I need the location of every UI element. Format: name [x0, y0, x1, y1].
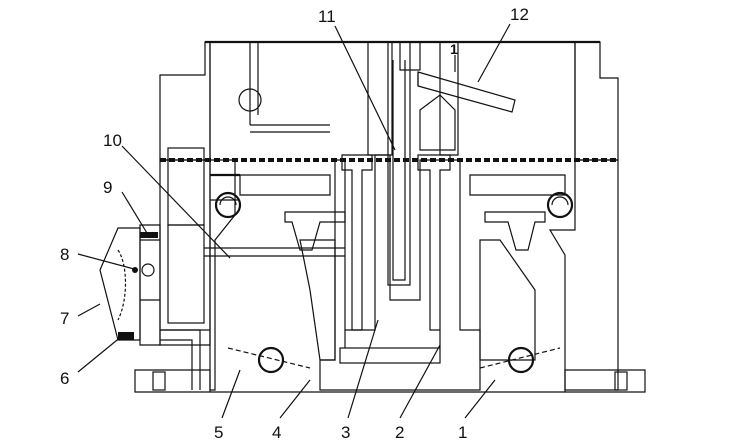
callout-5: 5 — [214, 423, 223, 442]
callout-12: 12 — [510, 5, 529, 24]
callout-10: 10 — [103, 131, 122, 150]
throttle-plates — [227, 346, 561, 374]
air-bleed-tube — [387, 42, 411, 286]
pump-diaphragm — [99, 224, 161, 346]
emulsion-tubes — [339, 154, 451, 364]
callout-11: 11 — [318, 7, 336, 26]
main-body — [159, 147, 619, 391]
callout-1-top: 1 — [450, 41, 458, 57]
fuel-inlet-tube — [417, 71, 516, 113]
callout-3: 3 — [341, 423, 350, 442]
base-flange — [134, 369, 646, 393]
callout-4: 4 — [272, 423, 281, 442]
left-float-ring — [214, 191, 242, 219]
callout-9: 9 — [103, 178, 112, 197]
callout-8: 8 — [60, 245, 69, 264]
callout-1: 1 — [458, 423, 467, 442]
air-horn — [159, 40, 619, 162]
callout-7: 7 — [60, 309, 69, 328]
leader-lines — [77, 23, 511, 419]
right-float-ring — [546, 191, 574, 219]
callout-2: 2 — [395, 423, 404, 442]
callout-labels: 1 2 3 4 5 6 7 8 9 10 11 12 1 — [60, 5, 529, 442]
callout-6: 6 — [60, 369, 69, 388]
